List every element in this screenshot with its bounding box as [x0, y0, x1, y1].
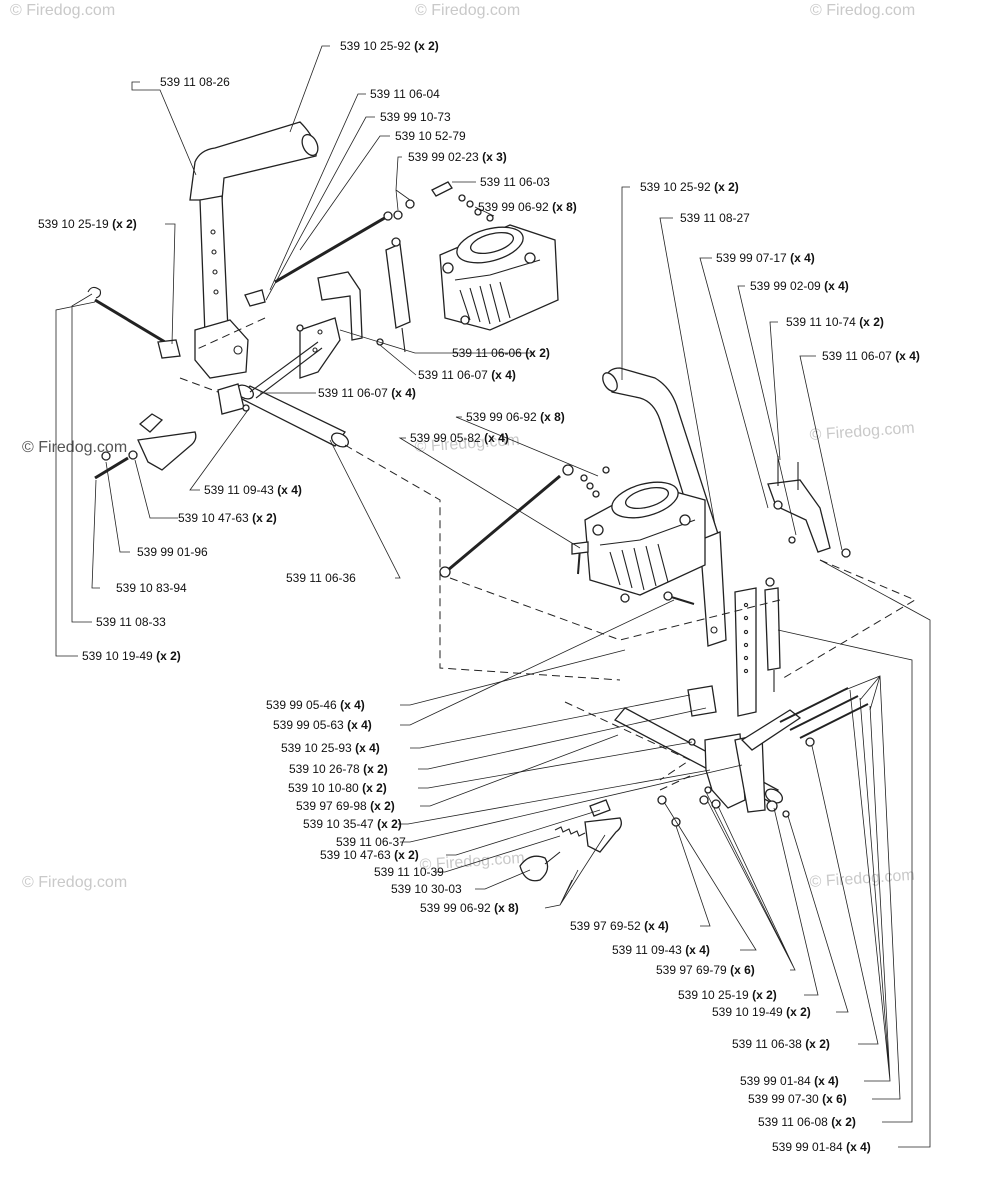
label-539-99-05-46: 539 99 05-46 (x 4) — [266, 698, 365, 712]
right-linkage-rod — [447, 474, 561, 572]
label-539-99-01-84-a: 539 99 01-84 (x 4) — [740, 1074, 839, 1088]
label-539-97-69-98: 539 97 69-98 (x 2) — [296, 799, 395, 813]
label-539-99-06-92-top: 539 99 06-92 (x 8) — [478, 200, 577, 214]
label-539-99-01-84-b: 539 99 01-84 (x 4) — [772, 1140, 871, 1154]
right-gas-spring — [764, 587, 781, 671]
label-539-11-06-06-left: 539 11 06-06 (x 2) — [452, 346, 550, 360]
label-539-11-06-07-a: 539 11 06-07 (x 4) — [418, 368, 516, 382]
label-539-10-19-49-left: 539 10 19-49 (x 2) — [82, 649, 181, 663]
label-539-10-83-94: 539 10 83-94 — [116, 581, 187, 595]
label-539-11-06-38: 539 11 06-38 (x 2) — [732, 1037, 830, 1051]
part-labels: 539 10 25-92 (x 2) 539 11 08-26 539 11 0… — [38, 39, 920, 1154]
label-539-10-52-79: 539 10 52-79 — [395, 129, 466, 143]
label-539-11-06-03: 539 11 06-03 — [480, 175, 550, 189]
label-539-10-19-49-right: 539 10 19-49 (x 2) — [712, 1005, 811, 1019]
label-539-99-01-96: 539 99 01-96 — [137, 545, 208, 559]
label-539-99-02-09: 539 99 02-09 (x 4) — [750, 279, 849, 293]
right-dash-1 — [449, 577, 781, 641]
label-539-99-06-92-mid: 539 99 06-92 (x 8) — [466, 410, 565, 424]
watermark-top-center: © Firedog.com — [415, 2, 520, 19]
label-539-11-06-07-right: 539 11 06-07 (x 4) — [822, 349, 920, 363]
label-539-99-05-63: 539 99 05-63 (x 4) — [273, 718, 372, 732]
label-539-10-25-19-right: 539 10 25-19 (x 2) — [678, 988, 777, 1002]
label-539-99-05-82: 539 99 05-82 (x 4) — [410, 431, 509, 445]
label-539-10-47-63-left: 539 10 47-63 (x 2) — [178, 511, 277, 525]
watermark-top-left: © Firedog.com — [10, 2, 115, 19]
left-bolt — [94, 456, 129, 480]
left-control-handle — [189, 121, 317, 201]
right-dash-2 — [779, 559, 917, 681]
watermark-bottom-right: © Firedog.com — [809, 867, 915, 891]
right-knob — [519, 855, 549, 882]
label-539-11-08-33: 539 11 08-33 — [96, 615, 166, 629]
label-539-10-47-63-bottom: 539 10 47-63 (x 2) — [320, 848, 419, 862]
label-539-10-25-92-top-left: 539 10 25-92 (x 2) — [340, 39, 439, 53]
left-dash-3 — [179, 377, 219, 393]
left-cross-rod — [94, 298, 171, 347]
left-upper-rod — [274, 214, 389, 284]
label-539-99-10-73: 539 99 10-73 — [380, 110, 451, 124]
label-539-11-06-37: 539 11 06-37 — [336, 835, 406, 849]
label-539-11-08-27: 539 11 08-27 — [680, 211, 750, 225]
label-539-10-35-47: 539 10 35-47 (x 2) — [303, 817, 402, 831]
right-dash-3 — [564, 701, 692, 781]
label-539-11-06-07-b: 539 11 06-07 (x 4) — [318, 386, 416, 400]
right-top-bracket — [767, 479, 831, 553]
watermark-left: © Firedog.com — [22, 439, 127, 456]
label-539-11-08-26: 539 11 08-26 — [160, 75, 230, 89]
label-539-11-09-43-left: 539 11 09-43 (x 4) — [204, 483, 302, 497]
label-539-11-06-36: 539 11 06-36 — [286, 571, 356, 585]
watermark-right: © Firedog.com — [809, 420, 915, 444]
left-hydraulic-pump — [439, 224, 559, 331]
label-539-10-25-92-right: 539 10 25-92 (x 2) — [640, 180, 739, 194]
label-539-11-06-04: 539 11 06-04 — [370, 87, 440, 101]
right-pedal-plate — [584, 817, 622, 853]
left-bracket — [194, 319, 249, 379]
label-539-10-25-19-left: 539 10 25-19 (x 2) — [38, 217, 137, 231]
label-539-99-07-17: 539 99 07-17 (x 4) — [716, 251, 815, 265]
label-539-11-06-08: 539 11 06-08 (x 2) — [758, 1115, 856, 1129]
label-539-10-30-03: 539 10 30-03 — [391, 882, 462, 896]
label-539-10-26-78: 539 10 26-78 (x 2) — [289, 762, 388, 776]
right-lower-bracket — [704, 733, 746, 809]
left-pedal-plate — [137, 431, 197, 471]
right-slotted-bar — [734, 587, 757, 717]
label-539-10-25-93: 539 10 25-93 (x 4) — [281, 741, 380, 755]
label-539-97-69-52: 539 97 69-52 (x 4) — [570, 919, 669, 933]
left-link-arm — [299, 317, 341, 379]
label-539-99-07-30: 539 99 07-30 (x 6) — [748, 1092, 847, 1106]
watermark-bottom-left: © Firedog.com — [22, 874, 127, 891]
watermark-top-right: © Firedog.com — [810, 2, 915, 19]
label-539-11-10-39: 539 11 10-39 — [374, 865, 444, 879]
label-539-11-09-43-right: 539 11 09-43 (x 4) — [612, 943, 710, 957]
left-gas-spring — [385, 243, 411, 329]
leader-lines — [55, 45, 931, 1148]
left-assembly — [87, 121, 559, 480]
label-539-99-02-23: 539 99 02-23 (x 3) — [408, 150, 507, 164]
label-539-10-10-80: 539 10 10-80 (x 2) — [288, 781, 387, 795]
label-539-97-69-79: 539 97 69-79 (x 6) — [656, 963, 755, 977]
right-hydraulic-pump — [584, 481, 706, 603]
right-spring — [554, 826, 586, 837]
label-539-11-10-74: 539 11 10-74 (x 2) — [786, 315, 884, 329]
left-pump-bracket — [317, 271, 363, 341]
right-assembly — [439, 367, 869, 882]
label-539-99-06-92-bottom: 539 99 06-92 (x 8) — [420, 901, 519, 915]
